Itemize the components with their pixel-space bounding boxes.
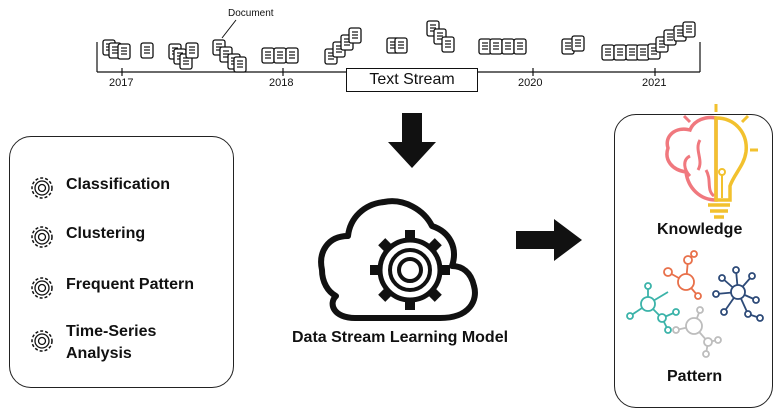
text-stream-label: Text Stream [346, 68, 478, 92]
brain-bulb-icon [665, 104, 758, 219]
pattern-label: Pattern [667, 368, 723, 385]
document-icons [102, 20, 696, 73]
doc-pointer [221, 19, 237, 39]
document-label: Document [228, 8, 274, 19]
network-pattern-icon [626, 250, 764, 358]
year-label: 2021 [642, 77, 667, 89]
task-frequent-pattern: Frequent Pattern [28, 274, 194, 302]
learning-tasks-box: Classification Clustering Frequent Patte… [9, 136, 234, 388]
gear-icon [31, 177, 53, 199]
gear-icon [31, 226, 53, 248]
task-time-series-analysis: Time-Series Analysis [28, 321, 178, 365]
down-arrow-icon [388, 113, 436, 168]
gear-icon [31, 277, 53, 299]
cloud-gear-icon [318, 198, 478, 321]
gear-icon [31, 330, 53, 352]
model-label: Data Stream Learning Model [292, 329, 509, 346]
year-label: 2020 [518, 77, 543, 89]
task-clustering: Clustering [28, 223, 145, 251]
task-classification: Classification [28, 174, 170, 202]
output-box [614, 114, 773, 408]
year-label: 2018 [269, 77, 294, 89]
knowledge-label: Knowledge [657, 221, 743, 238]
year-label: 2017 [109, 77, 134, 89]
right-arrow-icon [516, 219, 582, 261]
